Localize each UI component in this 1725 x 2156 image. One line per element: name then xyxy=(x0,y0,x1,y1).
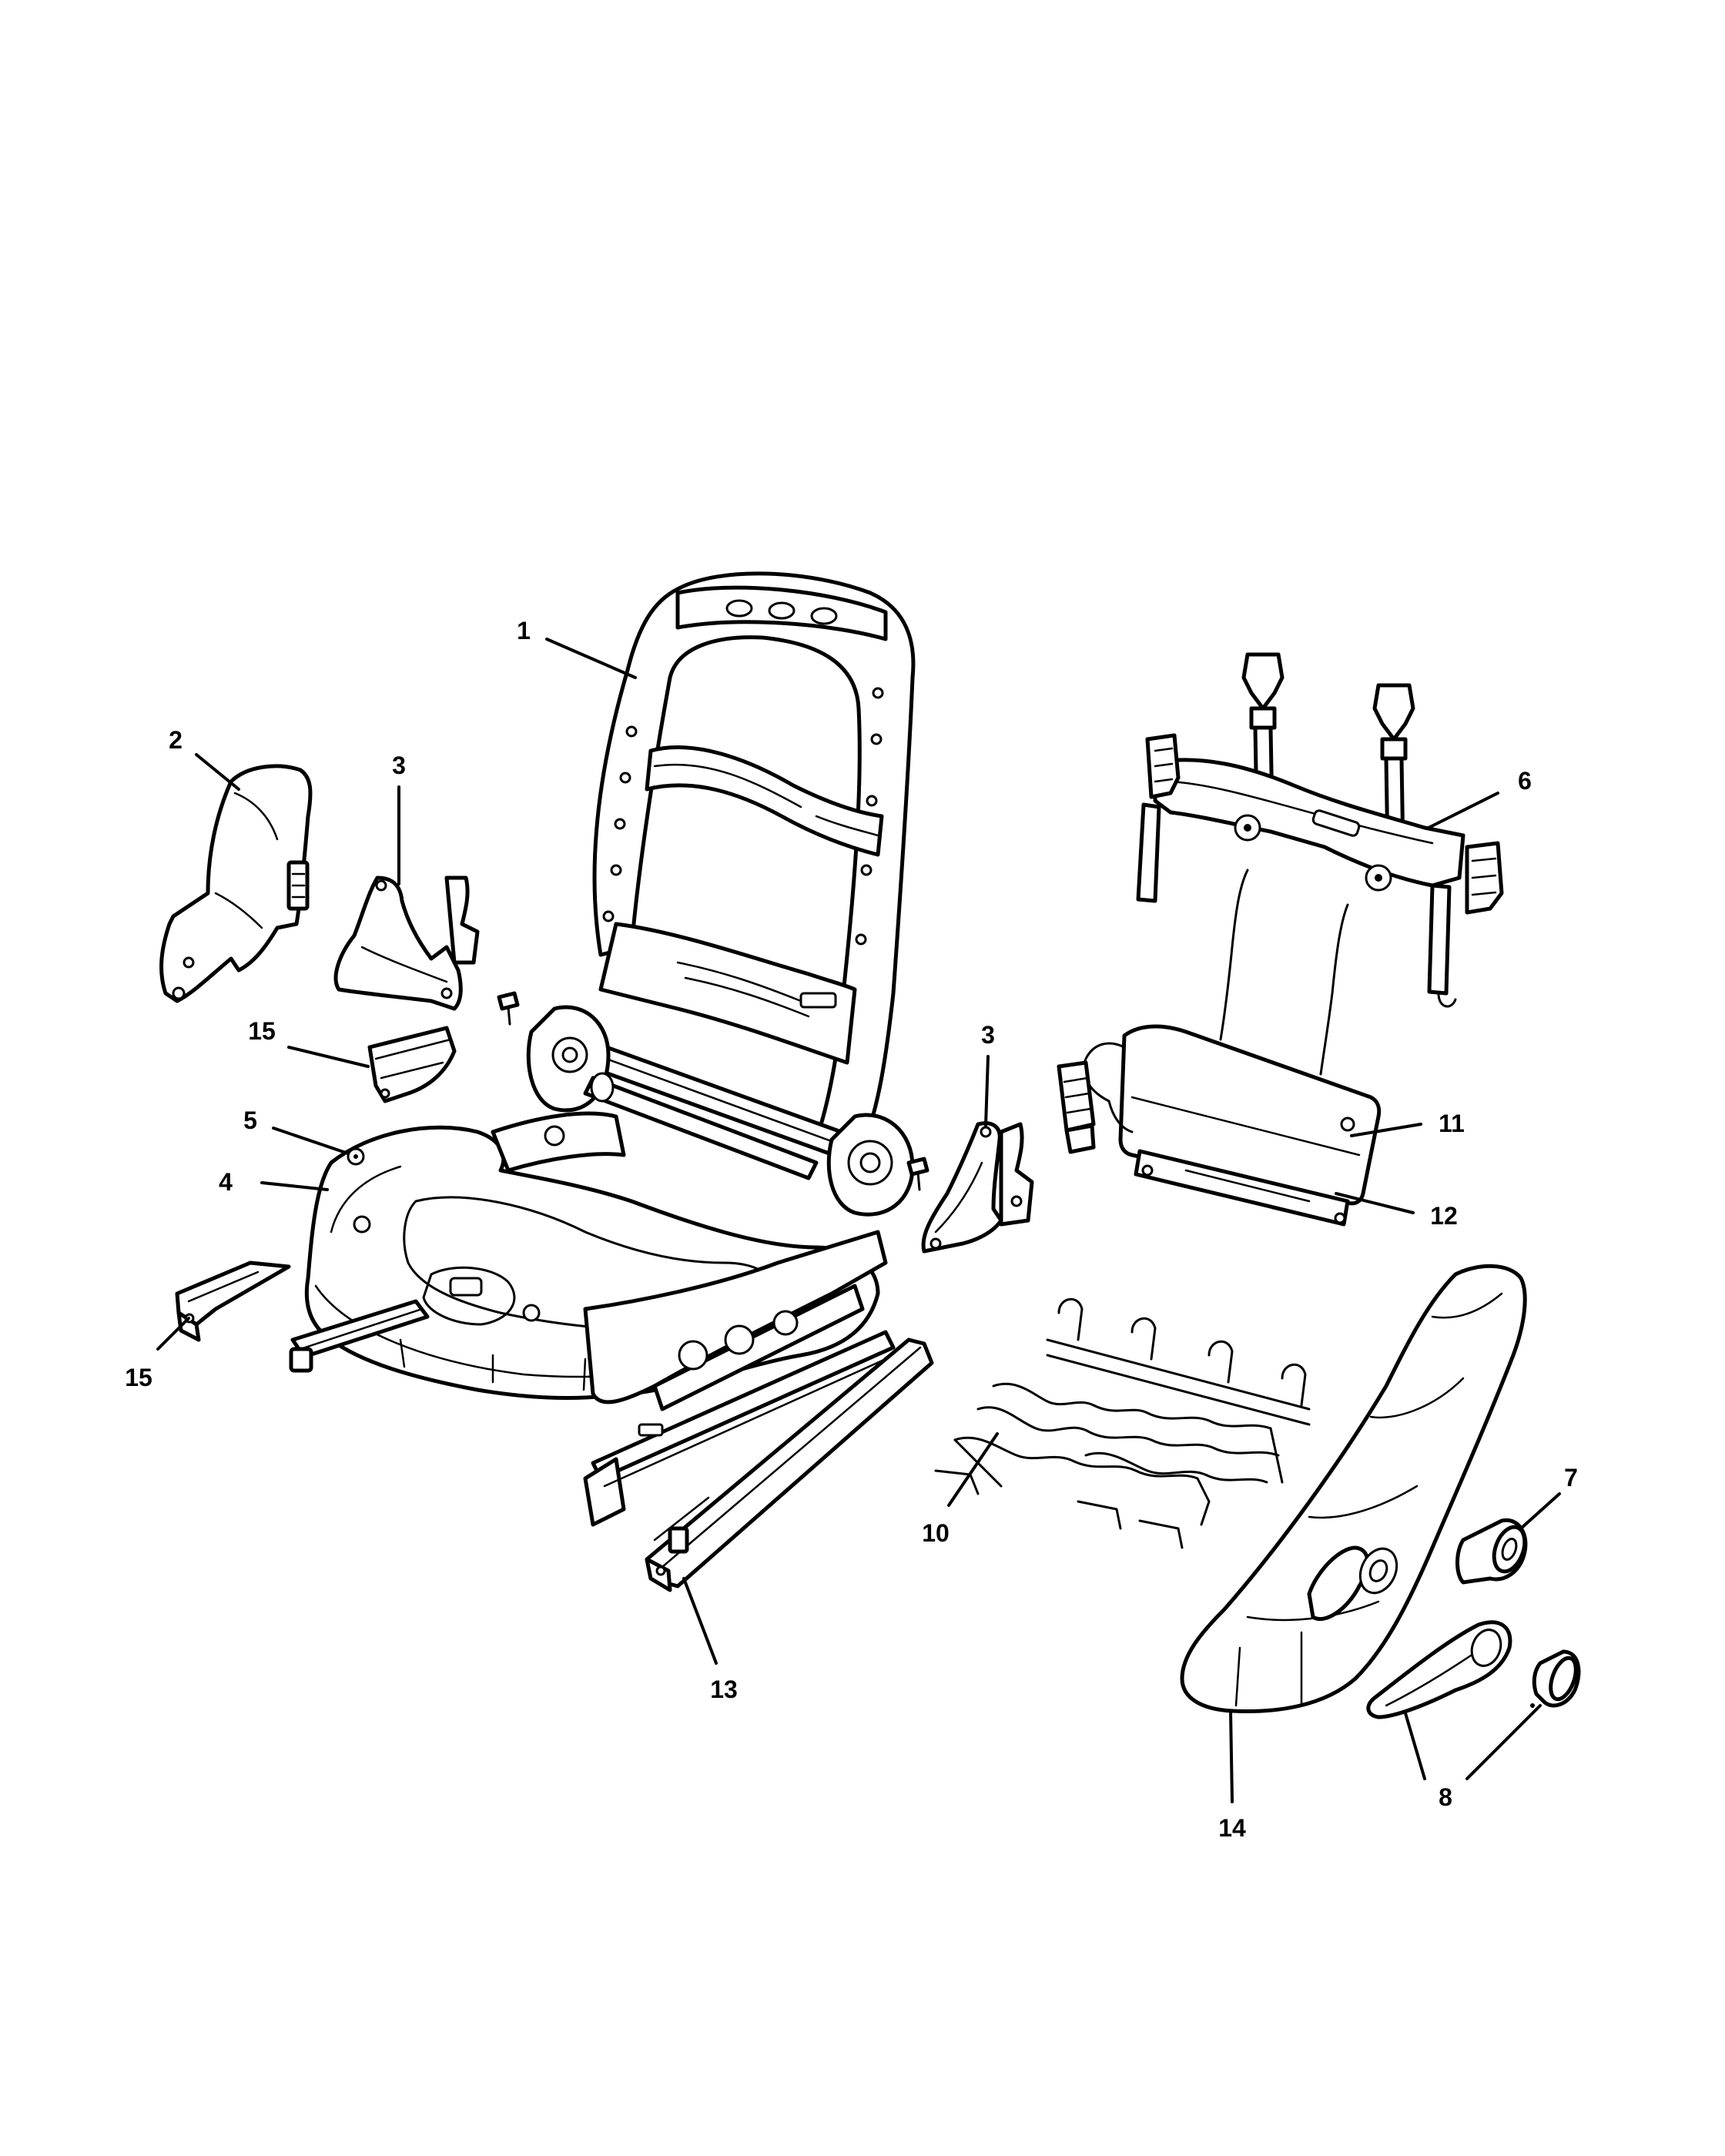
callout-14: 14 xyxy=(1218,1814,1246,1842)
leader-1 xyxy=(545,638,637,679)
leader-15-upper xyxy=(287,1046,370,1068)
leader-8a xyxy=(1404,1712,1426,1780)
leader-6 xyxy=(1427,792,1499,829)
part-clip-cover-upper[interactable] xyxy=(367,1026,457,1103)
part-bolt-left[interactable] xyxy=(497,991,520,1026)
callout-13: 13 xyxy=(710,1676,738,1703)
callout-11: 11 xyxy=(1439,1110,1465,1137)
part-seat-track-left[interactable] xyxy=(289,1299,430,1373)
leader-7 xyxy=(1519,1492,1561,1530)
callout-8: 8 xyxy=(1439,1783,1452,1811)
callout-3-right: 3 xyxy=(981,1021,995,1049)
callout-1: 1 xyxy=(517,617,531,644)
callout-12: 12 xyxy=(1430,1202,1458,1230)
part-seat-riser-track[interactable] xyxy=(583,1230,896,1527)
part-track-cover[interactable] xyxy=(645,1337,934,1592)
callout-2: 2 xyxy=(169,726,183,754)
part-headrest-guide[interactable] xyxy=(1136,652,1504,1008)
leader-5 xyxy=(272,1127,350,1155)
part-bolt-right[interactable] xyxy=(906,1157,929,1191)
part-clip-cover-lower[interactable] xyxy=(175,1260,291,1342)
leader-12 xyxy=(1335,1192,1415,1214)
leader-14 xyxy=(1229,1709,1234,1803)
part-lumbar-module[interactable] xyxy=(1057,869,1382,1227)
part-switch-cap[interactable] xyxy=(1530,1649,1581,1708)
part-seat-back-frame[interactable] xyxy=(526,571,916,1217)
part-bracket-right[interactable] xyxy=(921,1121,1034,1254)
leader-11 xyxy=(1350,1123,1422,1137)
leader-15-lower xyxy=(156,1317,190,1351)
part-switch-bezel[interactable] xyxy=(1366,1620,1512,1719)
callout-15-lower: 15 xyxy=(125,1364,152,1391)
callout-15-upper: 15 xyxy=(248,1017,276,1045)
part-fastener-5[interactable] xyxy=(347,1147,365,1166)
leader-13 xyxy=(682,1577,718,1665)
part-side-shield[interactable] xyxy=(1180,1264,1527,1713)
part-suspension-mat[interactable] xyxy=(934,1297,1311,1549)
part-knob[interactable] xyxy=(1455,1518,1531,1585)
leader-8b xyxy=(1465,1704,1542,1780)
leader-10 xyxy=(947,1432,999,1507)
callout-7: 7 xyxy=(1564,1464,1578,1491)
callout-6: 6 xyxy=(1518,767,1532,795)
callout-5: 5 xyxy=(243,1106,257,1134)
callout-4: 4 xyxy=(219,1168,233,1196)
callout-3-left: 3 xyxy=(392,752,406,779)
leader-3-right xyxy=(984,1055,990,1127)
leader-2 xyxy=(195,753,240,791)
part-rear-shield[interactable] xyxy=(159,764,313,1003)
leader-4 xyxy=(260,1181,329,1191)
part-bracket-left[interactable] xyxy=(333,875,480,1011)
callout-10: 10 xyxy=(922,1519,950,1547)
